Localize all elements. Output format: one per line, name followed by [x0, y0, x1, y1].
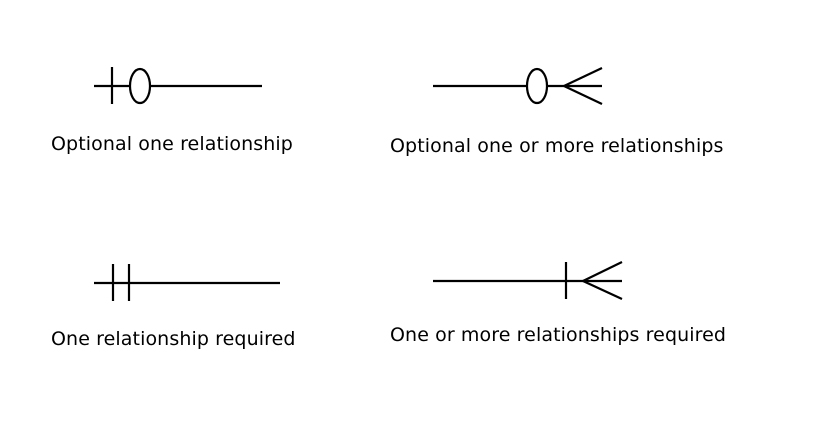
- one-or-many-symbol: [433, 261, 623, 300]
- zero-or-many-symbol: [433, 67, 603, 105]
- zero-or-many-foot-upper: [563, 67, 603, 87]
- optional-one-label: Optional one relationship: [51, 133, 293, 155]
- one-or-more-required-label: One or more relationships required: [390, 324, 727, 346]
- zero-or-one-symbol: [94, 67, 262, 105]
- zero-or-many-foot-lower: [563, 85, 603, 105]
- zero-or-many-circle: [525, 67, 549, 105]
- zero-or-one-circle: [128, 67, 152, 105]
- one-or-many-foot-upper: [582, 261, 623, 282]
- one-and-only-one-symbol: [94, 264, 280, 301]
- optional-one-or-more-label: Optional one or more relationships: [390, 135, 724, 157]
- one-required-label: One relationship required: [51, 328, 296, 350]
- one-or-many-foot-lower: [582, 280, 623, 300]
